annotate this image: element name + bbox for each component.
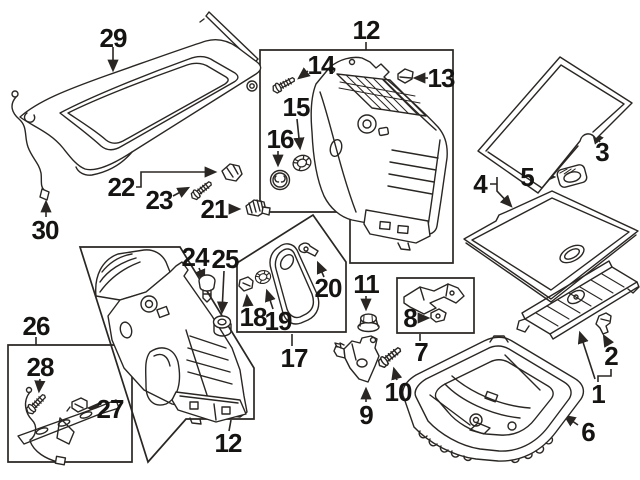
arrow-20: [316, 260, 328, 278]
callout-13: 13: [427, 63, 456, 93]
bracket-1-2: [597, 369, 612, 382]
callout-20: 20: [314, 273, 343, 303]
callout-5: 5: [520, 162, 535, 192]
callout-8: 8: [403, 303, 418, 333]
callout-11: 11: [353, 269, 379, 299]
callout-26: 26: [22, 311, 51, 341]
rivet-21-icon: [245, 199, 271, 217]
clip-2-icon: [595, 312, 612, 335]
nut-11-icon: [357, 313, 380, 333]
grommet-25-icon: [212, 315, 232, 337]
box-left-trim-panel: [78, 246, 255, 464]
callout-22: 22: [107, 172, 136, 202]
callout-2: 2: [604, 341, 619, 371]
right-trim-panel-art: [246, 56, 448, 251]
callout-10: 10: [384, 377, 413, 407]
cargo-mat-art: [477, 56, 633, 194]
callout-24: 24: [181, 242, 210, 272]
arrow-2: [602, 333, 615, 348]
arrow-28: [34, 378, 46, 394]
left-trim-panel-art: [95, 249, 248, 425]
clip-18-icon: [238, 276, 254, 292]
callout-3: 3: [595, 137, 610, 167]
bracket-26-art: [17, 386, 120, 466]
bracket-9-art: [333, 335, 380, 383]
callout-28: 28: [26, 352, 55, 382]
callout-30: 30: [31, 215, 60, 245]
grommet-15-icon: [290, 152, 314, 174]
box-retainer-bracket: [396, 277, 475, 334]
sill-plate-art: [516, 260, 640, 340]
callout-19: 19: [264, 306, 293, 336]
callout-4: 4: [473, 169, 488, 199]
callout-14: 14: [307, 50, 336, 80]
cap-16-icon: [269, 169, 291, 191]
callout-18: 18: [239, 302, 268, 332]
handle-bezel-5-icon: [556, 164, 588, 188]
arrow-23: [172, 186, 191, 198]
box-bracket-assembly: [7, 344, 133, 463]
fastener-20-icon: [298, 242, 319, 257]
clip-22-icon: [221, 163, 243, 182]
arrow-15: [293, 118, 305, 151]
package-shelf-art: [19, 11, 262, 176]
arrow-22: [136, 166, 218, 188]
callout-16: 16: [266, 124, 295, 154]
arrow-4: [490, 177, 511, 206]
access-cover-art: [269, 243, 320, 325]
callout-7: 7: [414, 337, 429, 367]
arrow-19: [264, 288, 276, 310]
callout-12-top: 12: [352, 15, 381, 45]
release-cable-art: [11, 90, 50, 201]
callout-17: 17: [280, 343, 309, 373]
bracket-7-art: [403, 283, 465, 315]
bolt-10-icon: [375, 344, 404, 370]
arrow-18: [242, 293, 254, 307]
callout-21: 21: [200, 194, 229, 224]
callout-9: 9: [359, 400, 374, 430]
callout-6: 6: [581, 417, 596, 447]
clip-27-icon: [66, 397, 88, 413]
callout-25: 25: [211, 244, 240, 274]
arrow-1: [577, 330, 596, 380]
plug-24-icon: [198, 274, 216, 303]
callout-27: 27: [96, 394, 125, 424]
callout-15: 15: [282, 92, 311, 122]
callout-23: 23: [145, 185, 174, 215]
spare-tire-well-art: [402, 335, 585, 464]
clip-13-icon: [397, 68, 414, 84]
clip-8-icon: [430, 308, 447, 323]
box-access-cover: [236, 213, 347, 333]
grommet-19-icon: [253, 268, 273, 286]
callout-12-bottom: 12: [214, 428, 243, 458]
arrow-25: [216, 270, 229, 315]
arrow-10: [391, 366, 403, 381]
callout-29: 29: [99, 23, 128, 53]
tick-12-bottom: [228, 419, 232, 432]
callout-1: 1: [591, 379, 606, 409]
arrow-14: [297, 67, 311, 80]
